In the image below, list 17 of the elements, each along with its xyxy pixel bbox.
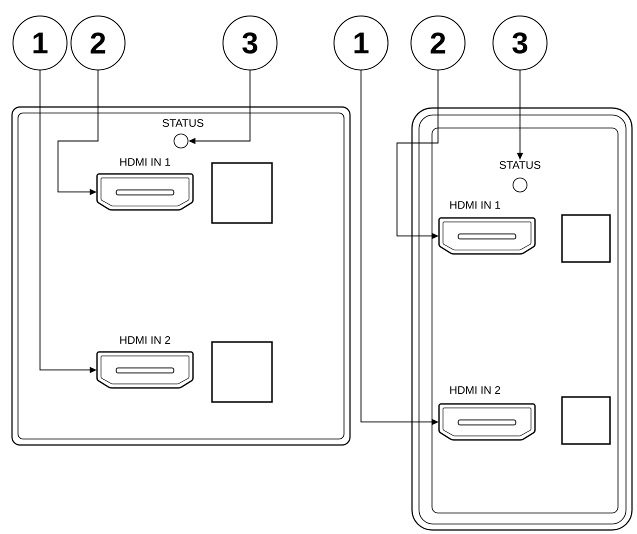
callout-number: 2 xyxy=(410,16,466,70)
hdmi-port xyxy=(438,217,536,255)
callout-number: 3 xyxy=(222,16,278,70)
status-led xyxy=(174,134,188,148)
port-label: HDMI IN 2 xyxy=(450,386,500,394)
status-label: STATUS xyxy=(500,161,540,169)
hdmi-port xyxy=(96,173,194,211)
callout-number: 2 xyxy=(70,16,126,70)
port-label: HDMI IN 1 xyxy=(120,158,170,166)
hdmi-port xyxy=(438,403,536,441)
callout-number: 1 xyxy=(12,16,68,70)
callout-number: 3 xyxy=(492,16,548,70)
port-label: STATUS xyxy=(162,119,204,127)
hdmi-port xyxy=(96,351,194,389)
status-led xyxy=(512,178,528,192)
callout-number: 1 xyxy=(334,16,388,70)
port-label: HDMI IN 1 xyxy=(450,201,500,209)
